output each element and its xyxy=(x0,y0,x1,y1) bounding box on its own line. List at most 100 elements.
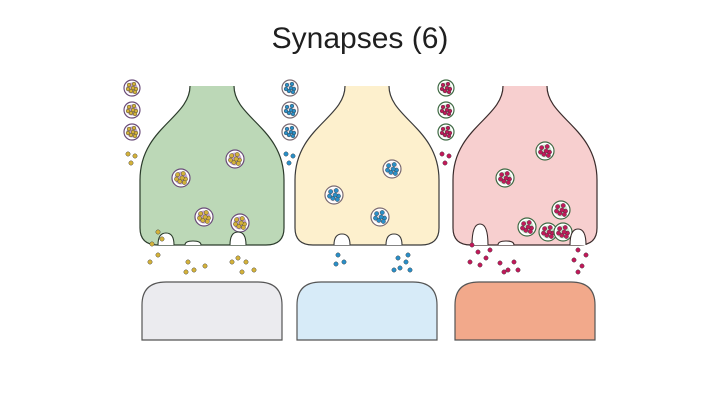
molecule-dot xyxy=(528,229,533,234)
neurotransmitter-molecule xyxy=(290,153,296,159)
molecule-dot xyxy=(559,233,565,238)
molecule-dot xyxy=(562,225,568,230)
molecule-dot xyxy=(131,125,137,131)
molecule-dot xyxy=(131,81,137,87)
neurotransmitter-molecule xyxy=(405,252,411,258)
molecule-dot xyxy=(440,82,446,88)
molecule-dot xyxy=(538,149,543,155)
molecule-dot xyxy=(376,218,382,223)
molecule-dot xyxy=(439,130,445,136)
molecule-dot xyxy=(440,104,446,110)
molecule-dot xyxy=(525,224,531,230)
molecule-dot xyxy=(562,212,567,217)
molecule-dot xyxy=(445,81,451,87)
molecule-dot xyxy=(234,152,240,157)
molecule-dot xyxy=(283,86,289,92)
molecule-dot xyxy=(283,108,289,114)
molecule-dot xyxy=(284,104,290,110)
molecule-dot xyxy=(561,229,567,235)
molecule-dot xyxy=(393,171,398,176)
terminal-vesicle xyxy=(495,168,515,188)
molecule-dot xyxy=(233,221,238,227)
terminal-vesicle xyxy=(230,213,250,233)
molecule-dot xyxy=(125,108,131,114)
molecule-dot xyxy=(289,103,295,109)
neurotransmitter-molecule xyxy=(511,259,517,265)
molecule-dot xyxy=(234,217,239,222)
neurotransmitter-molecule xyxy=(505,267,511,273)
neurotransmitter-molecule xyxy=(239,269,245,275)
neurotransmitter-molecule xyxy=(128,160,134,166)
molecule-dot xyxy=(130,85,136,91)
molecule-dot xyxy=(554,208,559,214)
neurotransmitter-molecule xyxy=(475,249,481,255)
neurotransmitter-molecule xyxy=(583,252,589,258)
molecule-dot xyxy=(238,220,244,226)
molecule-dot xyxy=(200,218,206,223)
molecule-dot xyxy=(547,225,553,230)
release-site xyxy=(229,231,247,246)
molecule-dot xyxy=(233,156,239,162)
neurotransmitter-molecule xyxy=(235,255,241,261)
neurotransmitter-molecule xyxy=(229,259,235,265)
molecule-dot xyxy=(228,157,233,163)
molecule-dot xyxy=(175,172,180,177)
molecule-dot xyxy=(379,210,385,215)
legend-vesicle xyxy=(123,123,141,141)
neurotransmitter-molecule xyxy=(251,267,257,273)
molecule-dot xyxy=(198,211,203,216)
molecule-dot xyxy=(335,197,340,202)
neurotransmitter-molecule xyxy=(439,151,445,157)
molecule-dot xyxy=(130,129,136,135)
molecule-dot xyxy=(442,110,448,116)
molecule-dot xyxy=(381,219,386,224)
molecule-dot xyxy=(555,204,560,209)
neurotransmitter-molecule xyxy=(515,267,521,273)
molecule-dot xyxy=(541,230,546,236)
molecule-dot xyxy=(564,234,569,239)
neurotransmitter-molecule xyxy=(132,153,138,159)
molecule-dot xyxy=(197,215,202,221)
neurotransmitter-molecule xyxy=(469,242,475,248)
neurotransmitter-molecule xyxy=(283,151,289,157)
molecule-dot xyxy=(390,166,396,172)
legend-vesicle xyxy=(123,101,141,119)
molecule-dot xyxy=(283,130,289,136)
molecule-dot xyxy=(440,126,446,132)
molecule-dot xyxy=(289,125,295,131)
neurotransmitter-molecule xyxy=(202,263,208,269)
molecule-dot xyxy=(546,153,551,158)
molecule-dot xyxy=(526,220,532,225)
neurotransmitter-molecule xyxy=(155,252,161,258)
molecule-dot xyxy=(501,179,507,184)
neurotransmitter-molecule xyxy=(442,160,448,166)
neurotransmitter-molecule xyxy=(397,265,403,271)
legend-vesicle xyxy=(437,123,455,141)
molecule-dot xyxy=(125,130,131,136)
molecule-dot xyxy=(332,192,338,198)
neurotransmitter-molecule xyxy=(125,151,131,157)
molecule-dot xyxy=(386,163,391,168)
molecule-dot xyxy=(541,152,547,157)
molecule-dot xyxy=(180,171,186,176)
molecule-dot xyxy=(445,103,451,109)
molecule-dot xyxy=(444,85,450,91)
molecule-dot xyxy=(498,176,503,182)
molecule-dot xyxy=(241,225,246,230)
molecule-dot xyxy=(128,110,134,116)
molecule-dot xyxy=(182,180,187,185)
molecule-dot xyxy=(439,108,445,114)
neurotransmitter-molecule xyxy=(335,252,341,258)
molecule-dot xyxy=(177,179,183,184)
molecule-dot xyxy=(174,176,179,182)
terminal-vesicle xyxy=(171,168,191,188)
molecule-dot xyxy=(179,175,185,181)
molecule-dot xyxy=(444,129,450,135)
molecule-dot xyxy=(506,180,511,185)
legend-vesicle xyxy=(281,79,299,97)
terminal-vesicle xyxy=(538,222,558,242)
molecule-dot xyxy=(557,211,563,216)
neurotransmitter-molecule xyxy=(467,259,473,265)
molecule-dot xyxy=(520,225,525,231)
legend-vesicle xyxy=(281,101,299,119)
